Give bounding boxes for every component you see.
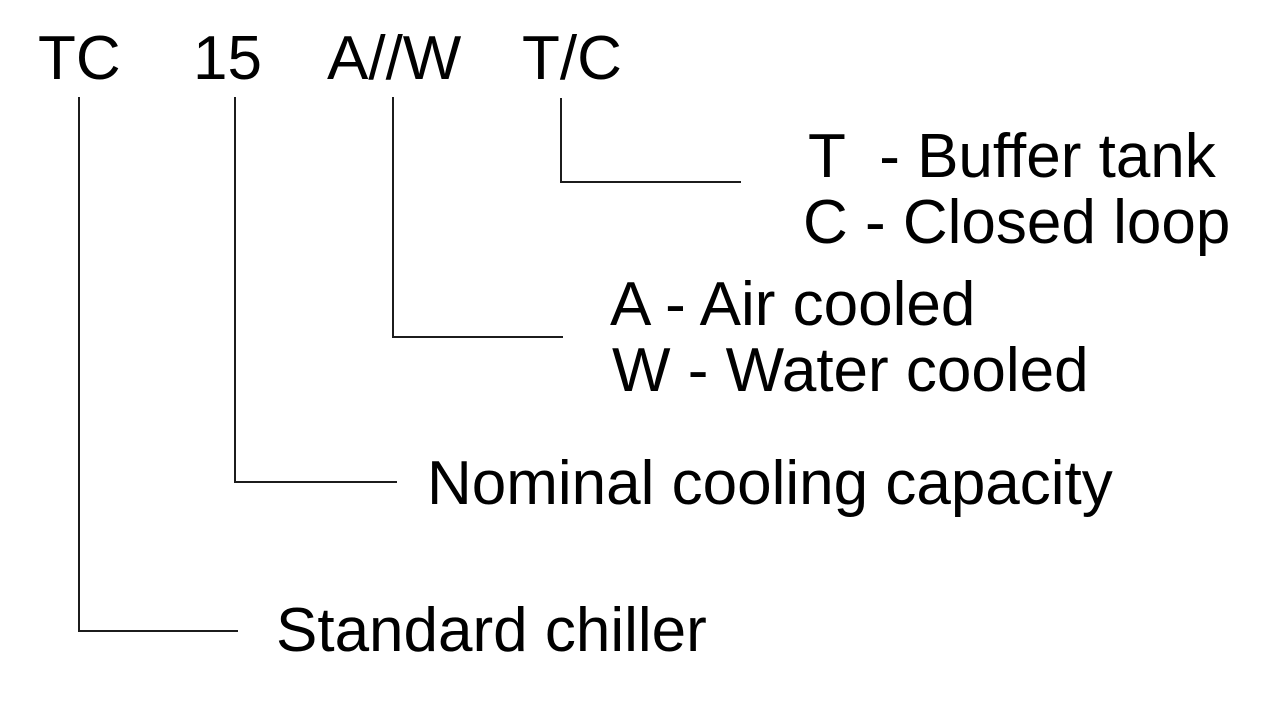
code-series: TC xyxy=(38,24,121,93)
code-option: T/C xyxy=(522,24,622,93)
label-buffer-tank: T - Buffer tank xyxy=(808,122,1216,191)
label-closed-loop: C - Closed loop xyxy=(803,188,1231,257)
label-water-cooled: W - Water cooled xyxy=(612,336,1089,405)
label-air-cooled: A - Air cooled xyxy=(610,270,976,339)
series-connector-horizontal xyxy=(78,630,238,632)
capacity-connector-horizontal xyxy=(234,481,397,483)
code-condenser-type: A//W xyxy=(327,24,462,93)
capacity-connector-vertical xyxy=(234,97,236,483)
label-standard-chiller: Standard chiller xyxy=(276,596,707,665)
condenser-connector-vertical xyxy=(392,97,394,338)
code-capacity: 15 xyxy=(193,24,262,93)
option-connector-vertical xyxy=(560,98,562,183)
label-nominal-cooling-capacity: Nominal cooling capacity xyxy=(427,449,1113,518)
option-connector-horizontal xyxy=(560,181,741,183)
condenser-connector-horizontal xyxy=(392,336,563,338)
series-connector-vertical xyxy=(78,97,80,632)
